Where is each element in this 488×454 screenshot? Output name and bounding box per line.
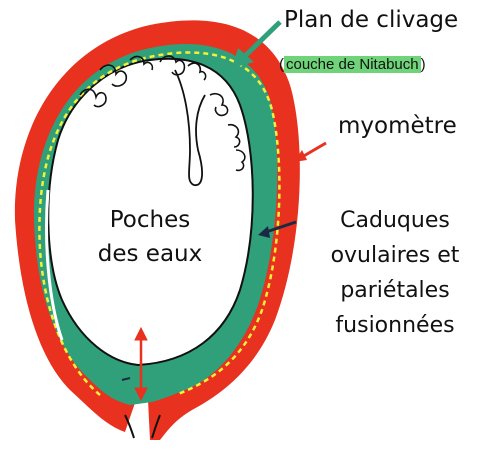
label-couche-nitabuch: (couche de Nitabuch) bbox=[279, 56, 426, 73]
label-caduques-line1: Caduques bbox=[340, 208, 450, 233]
label-caduques-line4: fusionnées bbox=[335, 313, 455, 338]
cleavage-plane bbox=[38, 51, 281, 396]
inner-streak bbox=[45, 189, 64, 341]
label-caduques: Caduques ovulaires et pariétales fusionn… bbox=[305, 203, 485, 343]
label-poches-line2: des eaux bbox=[97, 241, 203, 267]
cervix-line bbox=[124, 414, 161, 439]
label-caduques-line3: pariétales bbox=[340, 278, 450, 303]
label-myometre: myomètre bbox=[338, 113, 457, 139]
cervix-mark bbox=[121, 377, 131, 381]
couche-highlight: couche de Nitabuch bbox=[284, 56, 421, 73]
myometrium-arrow bbox=[294, 141, 327, 162]
cervical-double-arrow bbox=[134, 326, 148, 402]
label-caduques-line2: ovulaires et bbox=[330, 243, 460, 268]
amniotic-sac bbox=[47, 57, 254, 367]
label-poches-des-eaux: Poches des eaux bbox=[80, 203, 220, 271]
label-poches-line1: Poches bbox=[109, 207, 191, 233]
cleavage-arrow bbox=[232, 20, 282, 68]
decidua-arrow bbox=[258, 220, 297, 238]
umbilical-cord bbox=[174, 69, 206, 186]
label-plan-de-clivage: Plan de clivage bbox=[284, 7, 459, 33]
